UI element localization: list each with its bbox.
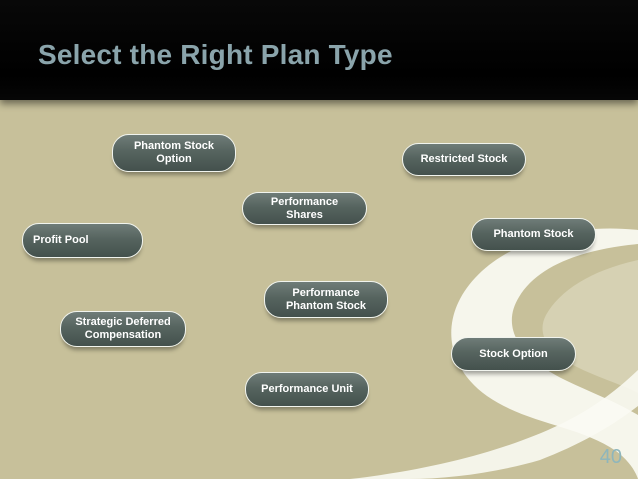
swoosh-soft-glow xyxy=(542,260,638,393)
plan-strategic-deferred-compensation[interactable]: Strategic Deferred Compensation xyxy=(60,311,186,347)
plan-performance-phantom-stock[interactable]: Performance Phantom Stock xyxy=(264,281,388,318)
plan-restricted-stock[interactable]: Restricted Stock xyxy=(402,143,526,176)
plan-performance-unit[interactable]: Performance Unit xyxy=(245,372,369,407)
swoosh-lower-band xyxy=(350,370,638,479)
slide-number: 40 xyxy=(599,446,622,468)
slide-title: Select the Right Plan Type xyxy=(38,39,393,70)
plan-stock-option[interactable]: Stock Option xyxy=(451,337,576,371)
title-bar: Select the Right Plan Type xyxy=(0,0,638,100)
plan-profit-pool[interactable]: Profit Pool xyxy=(22,223,143,258)
plan-performance-shares[interactable]: Performance Shares xyxy=(242,192,367,225)
plan-phantom-stock-option[interactable]: Phantom Stock Option xyxy=(112,134,236,172)
plan-phantom-stock[interactable]: Phantom Stock xyxy=(471,218,596,251)
